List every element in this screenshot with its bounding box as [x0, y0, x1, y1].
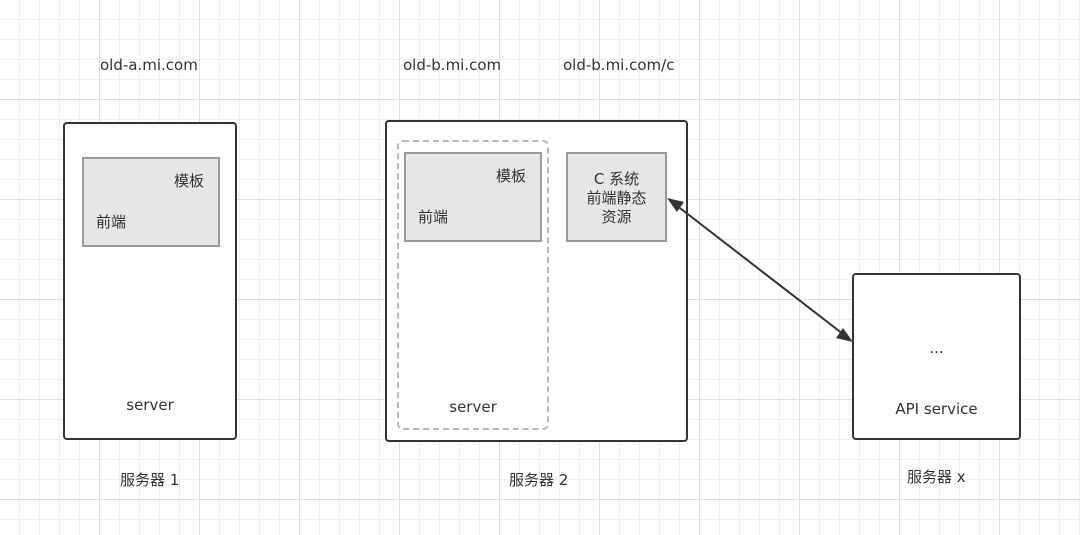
server-1-box[interactable]: 模板 前端 server [63, 122, 237, 440]
server-1-caption: 服务器 1 [120, 471, 180, 489]
c-system-line-2: 前端静态 [586, 189, 647, 207]
server-x-box[interactable]: ... API service [852, 273, 1021, 440]
api-service-label: API service [895, 400, 978, 418]
domain-label-old-b-c: old-b.mi.com/c [563, 56, 675, 74]
server-2-frontend-template-box[interactable]: 模板 前端 [404, 152, 542, 242]
server-x-ellipsis: ... [929, 339, 944, 357]
domain-label-old-a: old-a.mi.com [100, 56, 198, 74]
c-system-static-resources-box[interactable]: C 系统 前端静态 资源 [566, 152, 667, 242]
server-2-template-label: 模板 [495, 167, 526, 185]
c-system-line-1: C 系统 [593, 170, 640, 188]
arrow-line [675, 204, 844, 335]
server-1-template-label: 模板 [173, 172, 204, 190]
server-1-server-label: server [126, 396, 174, 414]
server-1-frontend-label: 前端 [96, 213, 127, 231]
domain-label-old-b: old-b.mi.com [403, 56, 502, 74]
server-x-caption: 服务器 x [907, 468, 966, 486]
server-2-caption: 服务器 2 [509, 471, 569, 489]
server-2-dashed-group[interactable]: server [397, 140, 549, 430]
c-system-line-3: 资源 [601, 208, 632, 226]
server-2-frontend-label: 前端 [418, 208, 449, 226]
server-2-server-label: server [449, 398, 497, 416]
arrowhead-end [836, 328, 853, 342]
server-2-box[interactable]: server 模板 前端 C 系统 前端静态 资源 [385, 120, 688, 442]
server-1-frontend-template-box[interactable]: 模板 前端 [82, 157, 220, 247]
